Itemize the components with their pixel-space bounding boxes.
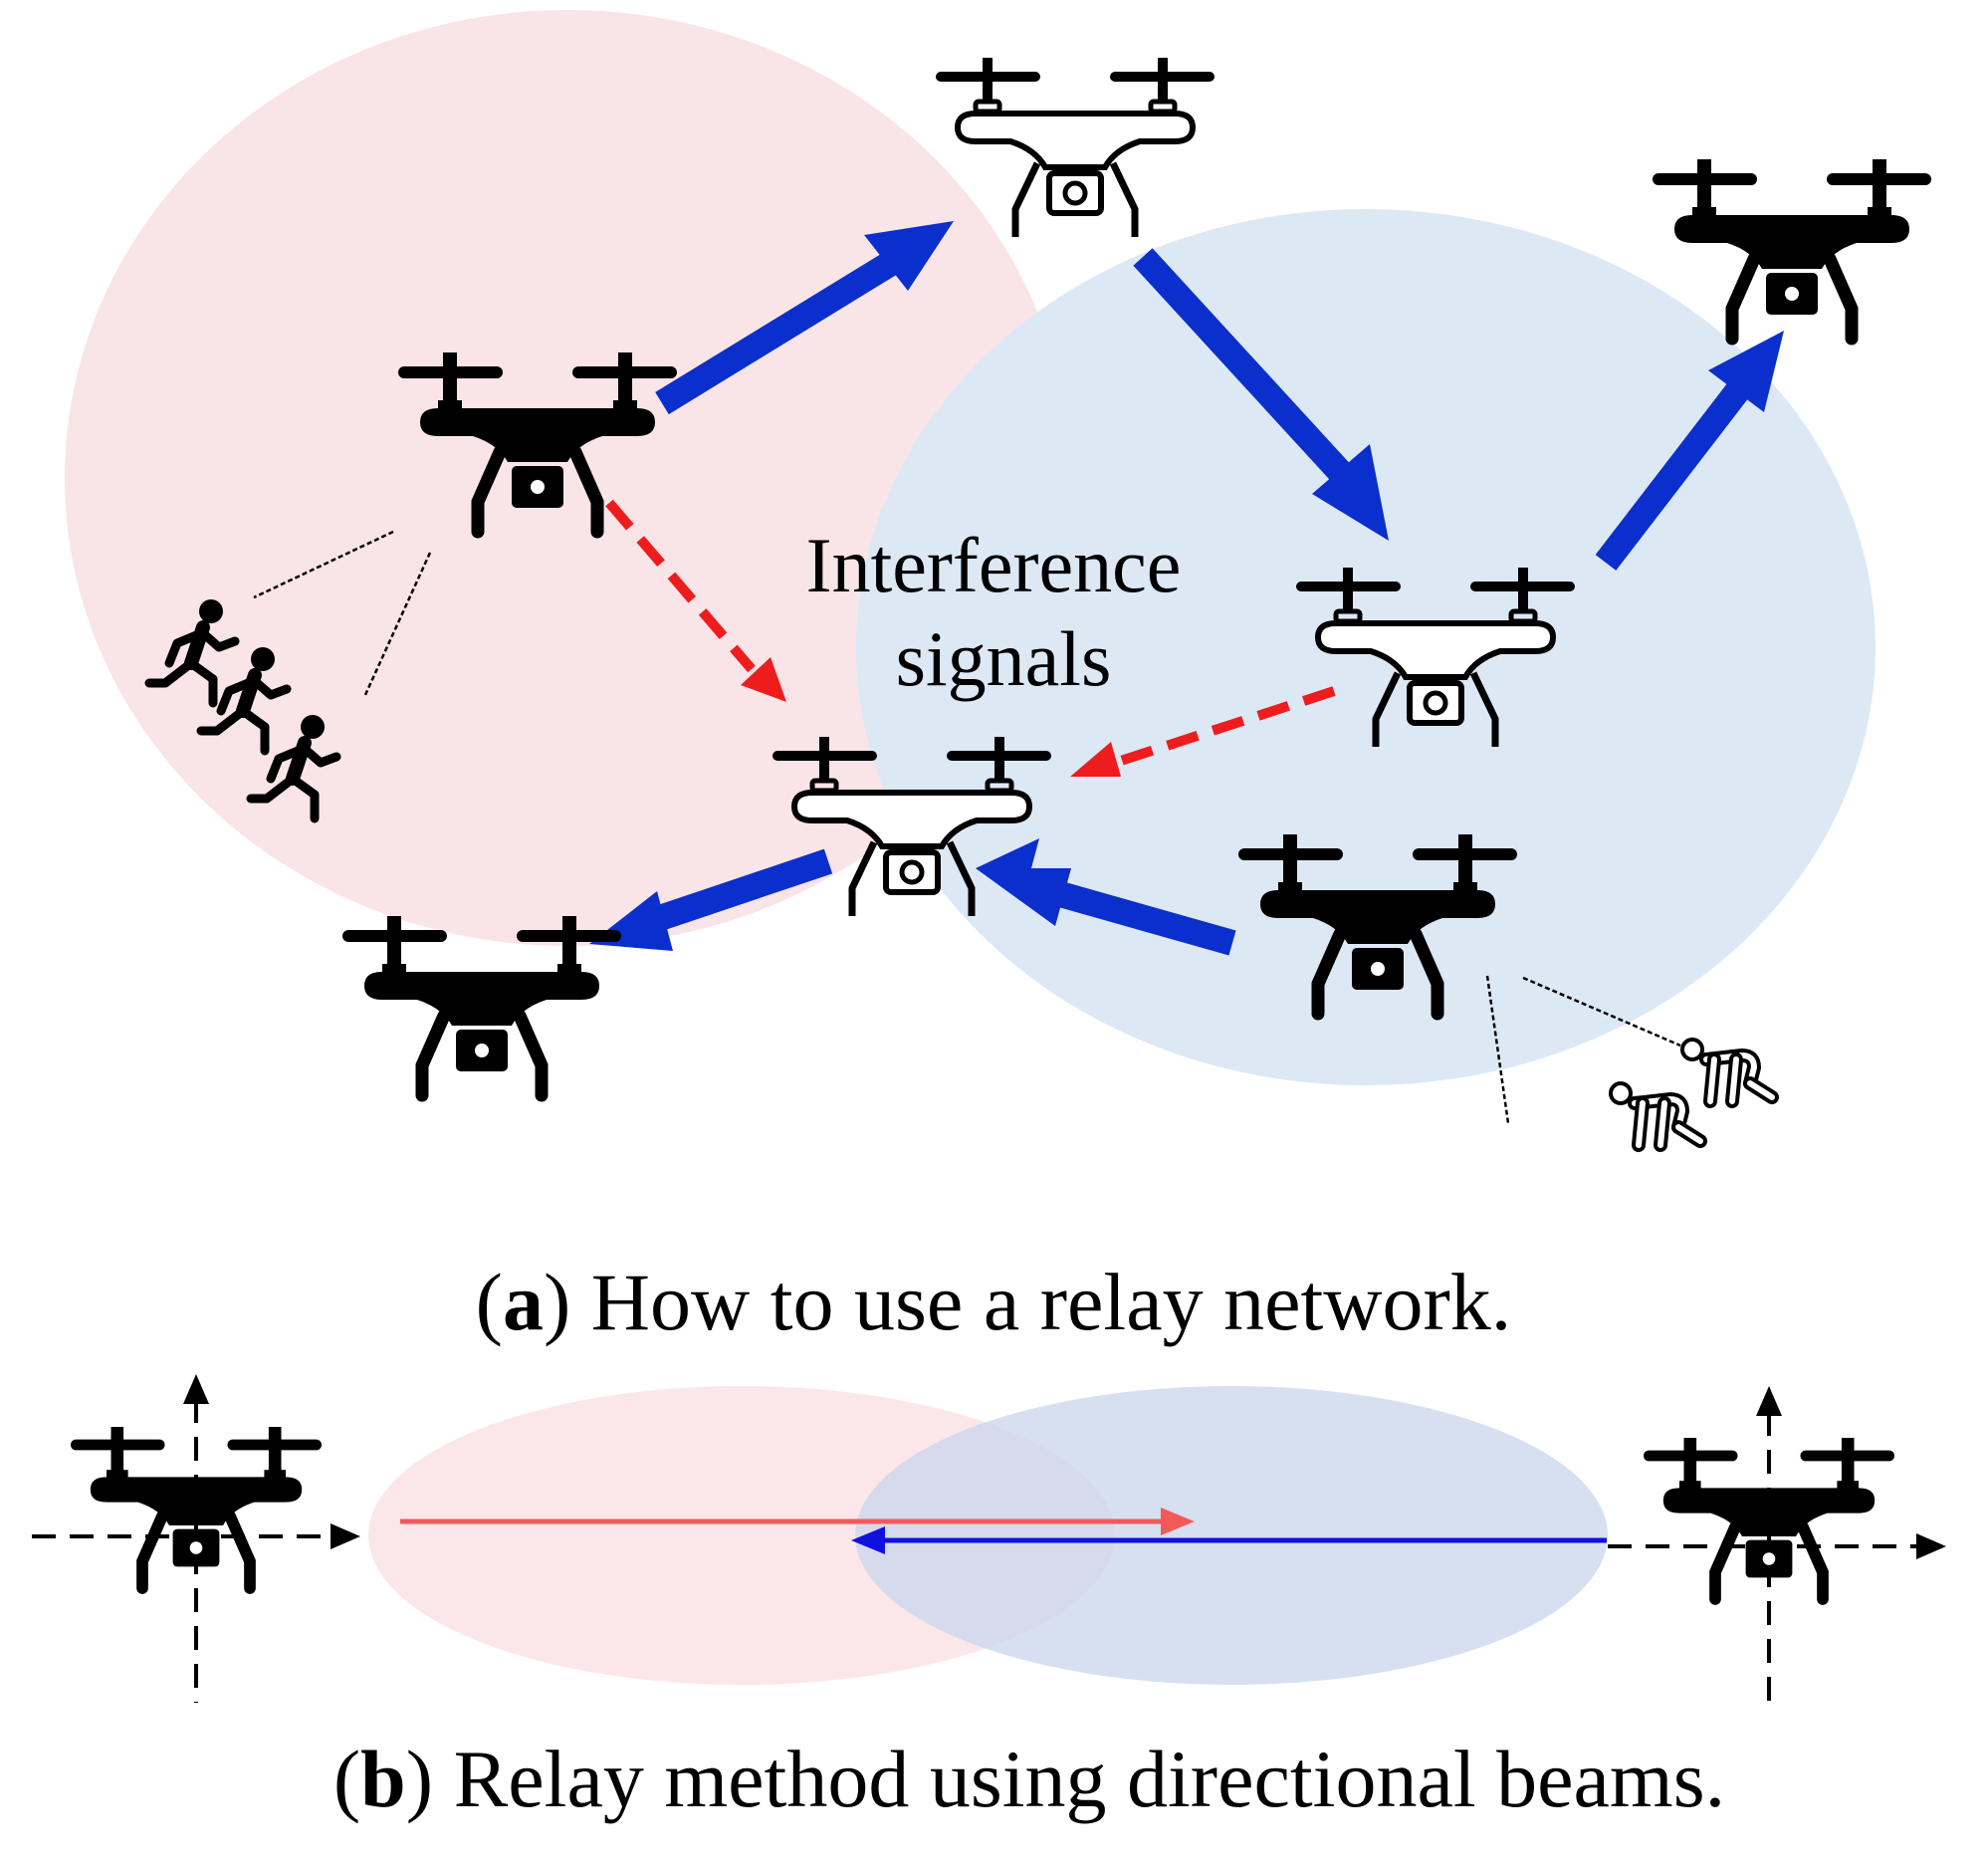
- axis-arrowhead: [183, 1374, 209, 1404]
- coverage-area-a: [65, 10, 1070, 946]
- link-arrow: [655, 221, 954, 415]
- caption-a-text: How to use a relay network.: [591, 1257, 1512, 1347]
- axis-arrowhead: [1756, 1386, 1782, 1416]
- beam-arrow-backward: [851, 1526, 1607, 1554]
- link-arrow: [976, 838, 1236, 956]
- guide-line: [1522, 976, 1681, 1048]
- beam-arrow-forward: [400, 1508, 1195, 1535]
- interference-arrow: [605, 499, 786, 702]
- drone-icon: [1653, 159, 1931, 339]
- caption-b-letter: b: [360, 1734, 406, 1824]
- fallen-people-icon: [1611, 1040, 1772, 1145]
- panel-a: Interference signals (a) How to use a re…: [65, 10, 1931, 1347]
- guide-line: [362, 552, 432, 698]
- guide-line: [1485, 975, 1510, 1124]
- link-arrow: [1595, 331, 1784, 571]
- interference-arrow: [1070, 686, 1336, 777]
- axis-arrowhead: [1916, 1533, 1946, 1559]
- interference-label-line2: signals: [896, 615, 1112, 702]
- guide-line: [253, 530, 394, 599]
- beam-lobe-right: [855, 1386, 1608, 1685]
- axis-arrowhead: [331, 1523, 360, 1549]
- panel-b: (b) Relay method using directional beams…: [32, 1374, 1946, 1824]
- caption-b: (b) Relay method using directional beams…: [333, 1734, 1725, 1824]
- caption-b-text: Relay method using directional beams.: [454, 1734, 1726, 1824]
- caption-a-letter: a: [503, 1257, 544, 1347]
- interference-label-line1: Interference: [806, 522, 1182, 608]
- link-arrow: [1133, 248, 1389, 541]
- caption-a: (a) How to use a relay network.: [476, 1257, 1512, 1347]
